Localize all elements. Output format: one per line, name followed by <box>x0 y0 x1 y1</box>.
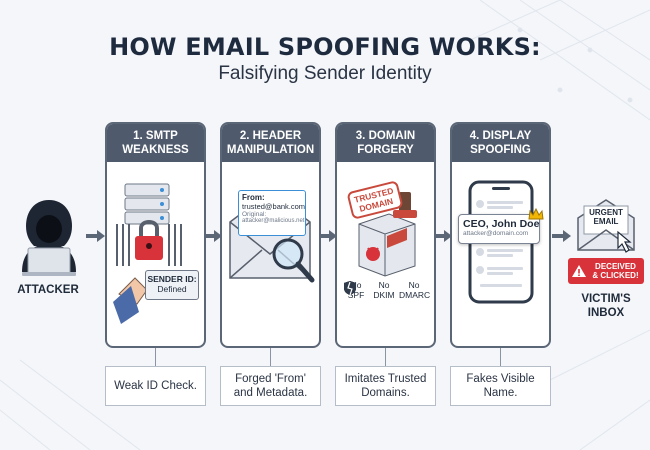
forged-header-note: From: trusted@bank.com Original: attacke… <box>238 190 306 236</box>
sender-id-title: SENDER ID: <box>147 274 197 284</box>
step-card-smtp-weakness: 1. SMTP WEAKNESS SENDER ID: Defined <box>105 122 206 348</box>
original-value: attacker@malicious.net <box>242 218 305 224</box>
server-lock-icon <box>113 183 182 324</box>
connector-line <box>270 348 271 370</box>
arrow-right-icon <box>318 230 337 242</box>
from-value: trusted@bank.com <box>242 202 306 211</box>
broken-shield-icon <box>344 281 356 296</box>
check-no-label: No <box>378 280 390 290</box>
crown-icon <box>528 208 544 220</box>
step-card-header-manipulation: 2. HEADER MANIPULATION From: trusted@ban… <box>220 122 321 348</box>
auth-checks: No SPF No DKIM No DMARC <box>343 280 431 300</box>
auth-check-dmarc: No DMARC <box>344 280 431 300</box>
attacker-icon <box>22 200 76 276</box>
urgent-email-label: URGENT EMAIL <box>589 208 623 226</box>
display-name: CEO, John Doe <box>463 218 540 230</box>
deceived-alert: DECEIVED & CLICKED! <box>568 258 644 284</box>
stamp-box-icon <box>358 192 417 277</box>
step-card-display-spoofing: 4. DISPLAY SPOOFING CEO, John Doe attack… <box>450 122 551 348</box>
arrow-right-icon <box>86 230 105 242</box>
arrow-right-icon <box>203 230 222 242</box>
step-header: 1. SMTP WEAKNESS <box>107 124 204 162</box>
arrow-right-icon <box>433 230 452 242</box>
display-email: attacker@domain.com <box>463 230 529 237</box>
connector-line <box>155 348 156 370</box>
check-name-label: SPF <box>347 290 365 300</box>
phone-icon <box>468 180 534 304</box>
step-header: 2. HEADER MANIPULATION <box>222 124 319 162</box>
step-caption-2: Forged 'From' and Metadata. <box>220 366 321 406</box>
step-caption-4: Fakes Visible Name. <box>450 366 551 406</box>
urgent-email-envelope-icon <box>577 199 635 253</box>
attacker-label: ATTACKER <box>17 284 79 296</box>
arrow-right-icon <box>552 230 571 242</box>
step-caption-3: Imitates Trusted Domains. <box>335 366 436 406</box>
auth-check-dkim: No DKIM <box>344 280 397 300</box>
victim-inbox-label: VICTIM'S INBOX <box>581 293 631 319</box>
step-header: 4. DISPLAY SPOOFING <box>452 124 549 162</box>
deceived-alert-text: DECEIVED & CLICKED! <box>592 262 639 280</box>
original-label: Original: <box>242 211 267 218</box>
check-no-label: No <box>408 280 420 290</box>
fake-display-name-card: CEO, John Doe attacker@domain.com <box>458 214 540 244</box>
step-header: 3. DOMAIN FORGERY <box>337 124 434 162</box>
step-card-domain-forgery: 3. DOMAIN FORGERY TRUSTED DOMAIN No SPF … <box>335 122 436 348</box>
step-caption-1: Weak ID Check. <box>105 366 206 406</box>
sender-id-badge: SENDER ID: Defined <box>145 270 199 300</box>
connector-line <box>500 348 501 370</box>
check-name-label: DMARC <box>399 290 431 300</box>
page-title: HOW EMAIL SPOOFING WORKS: <box>109 33 541 61</box>
page-subtitle: Falsifying Sender Identity <box>218 63 432 84</box>
connector-line <box>385 348 386 370</box>
check-name-label: DKIM <box>373 290 395 300</box>
sender-id-value: Defined <box>157 284 187 294</box>
from-label: From: <box>242 193 265 202</box>
warning-icon <box>572 265 586 277</box>
